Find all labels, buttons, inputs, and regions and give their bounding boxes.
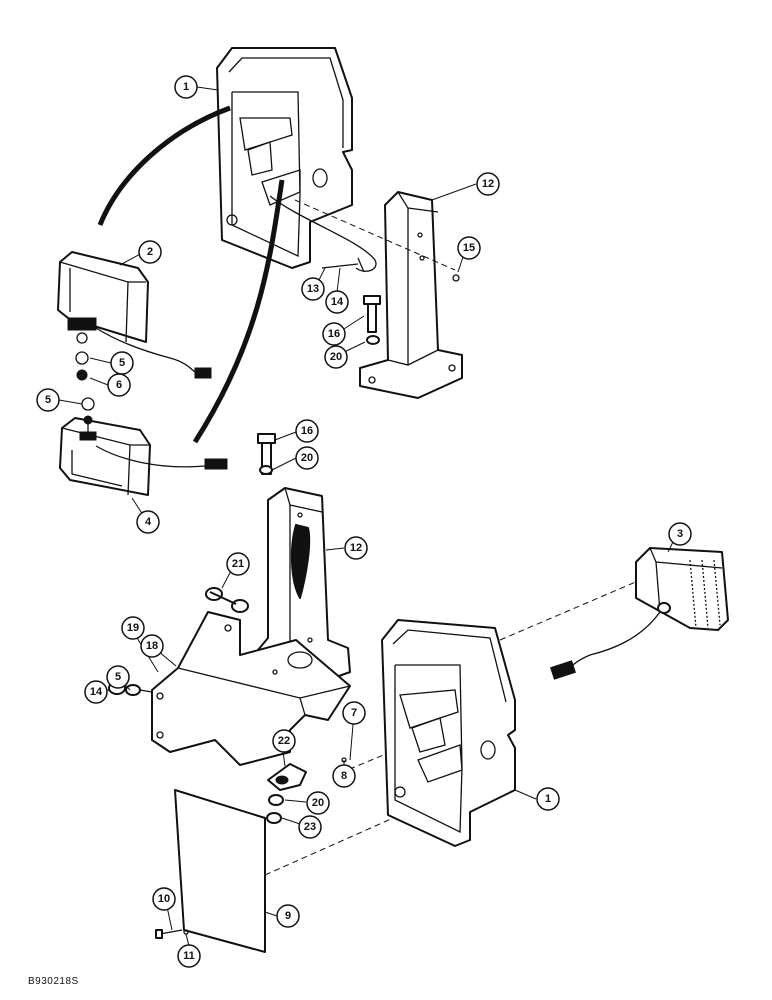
callout-22: 22 <box>272 729 296 753</box>
callout-label: 22 <box>278 735 290 747</box>
callout-label: 14 <box>331 296 344 308</box>
callout-20-lower: 20 <box>306 791 330 815</box>
callout-label: 20 <box>312 797 324 809</box>
callout-label: 20 <box>330 351 342 363</box>
callout-21: 21 <box>226 552 250 576</box>
callout-label: 15 <box>463 242 475 254</box>
callout-label: 6 <box>116 379 122 391</box>
callout-8: 8 <box>332 764 356 788</box>
callout-label: 5 <box>119 357 125 369</box>
callout-label: 5 <box>45 394 51 406</box>
callout-16-lower: 16 <box>295 419 319 443</box>
callout-label: 12 <box>350 542 362 554</box>
callout-12-upper: 12 <box>476 172 500 196</box>
callout-label: 20 <box>301 452 313 464</box>
callout-label: 21 <box>232 558 244 570</box>
callout-label: 14 <box>90 686 103 698</box>
callout-label: 13 <box>307 283 319 295</box>
callout-label: 3 <box>677 528 683 540</box>
drawing-code: B930218S <box>28 976 79 987</box>
callout-label: 1 <box>545 793 551 805</box>
callout-label: 23 <box>304 821 316 833</box>
upper-mounting-post <box>359 191 463 399</box>
callout-13: 13 <box>301 277 325 301</box>
callout-2: 2 <box>138 240 162 264</box>
lower-mounting-post <box>257 487 351 691</box>
callout-23: 23 <box>298 815 322 839</box>
callout-label: 2 <box>147 246 153 258</box>
callout-18: 18 <box>140 634 164 658</box>
cover-plate <box>174 789 266 953</box>
upper-lamp-housing <box>216 47 353 269</box>
callout-5-lower: 5 <box>106 665 130 689</box>
callout-label: 5 <box>115 671 121 683</box>
callout-label: 7 <box>351 707 357 719</box>
callout-label: 19 <box>127 622 139 634</box>
callout-label: 9 <box>285 910 291 922</box>
callout-15: 15 <box>457 236 481 260</box>
callout-20-middle: 20 <box>295 446 319 470</box>
callout-label: 8 <box>341 770 347 782</box>
cable-upper <box>97 105 231 226</box>
mounting-bracket <box>151 611 351 766</box>
callout-label: 4 <box>145 516 152 528</box>
callout-19: 19 <box>121 616 145 640</box>
lower-lamp-housing <box>381 619 516 847</box>
callout-label: 10 <box>158 893 170 905</box>
cable-lower <box>192 179 285 444</box>
callout-6: 6 <box>107 373 131 397</box>
tail-lamp <box>550 547 729 680</box>
callout-14-upper: 14 <box>325 290 349 314</box>
callout-5-middle: 5 <box>36 388 60 412</box>
callout-label: 12 <box>482 178 494 190</box>
work-lamp-upper <box>57 251 212 381</box>
callout-1-upper: 1 <box>174 75 198 99</box>
callout-3: 3 <box>668 522 692 546</box>
cable-loop <box>269 195 377 272</box>
callout-16-upper: 16 <box>322 322 346 346</box>
callout-1-lower: 1 <box>536 787 560 811</box>
callout-7: 7 <box>342 701 366 725</box>
callout-11: 11 <box>177 944 201 968</box>
callout-label: 1 <box>183 81 189 93</box>
callout-5-upper: 5 <box>110 351 134 375</box>
callout-12-lower: 12 <box>344 536 368 560</box>
callout-label: 16 <box>328 328 340 340</box>
callout-20-upper: 20 <box>324 345 348 369</box>
callout-4: 4 <box>136 510 160 534</box>
callout-label: 18 <box>146 640 158 652</box>
work-lamp-lower <box>59 397 228 496</box>
callout-label: 16 <box>301 425 313 437</box>
callout-label: 11 <box>183 950 195 962</box>
callout-9: 9 <box>276 904 300 928</box>
callout-14-lower: 14 <box>84 680 108 704</box>
callout-10: 10 <box>152 887 176 911</box>
